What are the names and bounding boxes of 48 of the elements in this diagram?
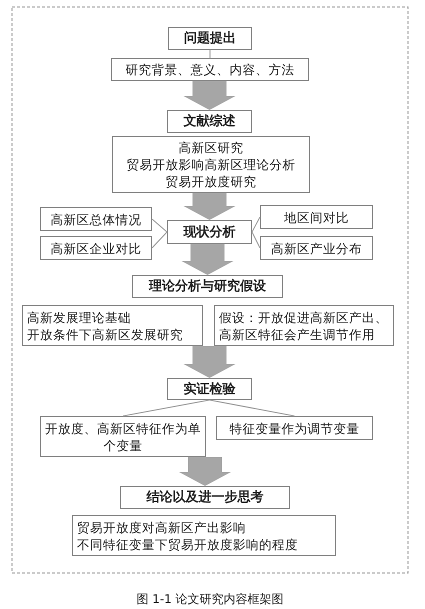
content-box (40, 236, 152, 260)
content-text: 地区间对比 (283, 208, 350, 226)
connector-line (122, 400, 210, 416)
content-text: 高新区总体情况 (50, 210, 142, 228)
connector-line (252, 216, 260, 232)
content-text: 贸易开放影响高新区理论分析 (126, 156, 296, 173)
content-box (260, 205, 373, 229)
stage-box (167, 110, 252, 133)
connector-line (152, 232, 168, 248)
stage-box (120, 486, 290, 509)
stage-title: 结论以及进一步思考 (145, 489, 264, 506)
stage-title: 实证检验 (182, 380, 236, 398)
content-text: 高新区研究 (178, 139, 244, 156)
stage-box (167, 220, 252, 244)
content-text: 开放条件下高新区发展研究 (27, 326, 184, 342)
stage-box (132, 275, 283, 298)
content-box (22, 305, 203, 346)
content-box (216, 416, 373, 440)
content-text: 不同特征变量下贸易开放度影响的程度 (77, 536, 299, 552)
content-text: 贸易开放度研究 (164, 173, 258, 190)
figure-caption: 图 1-1 论文研究内容框架图 (136, 592, 284, 606)
block-arrow (184, 346, 236, 378)
stage-box (167, 378, 252, 400)
content-box (260, 236, 373, 260)
content-text: 假设：开放促进高新区产出、高新区特征会产生调节作用 (219, 308, 389, 342)
stage-title: 文献综述 (182, 113, 236, 130)
stage-title: 问题提出 (183, 30, 237, 47)
content-text: 高新区企业对比 (50, 240, 142, 256)
stage-title: 理论分析与研究假设 (148, 278, 267, 295)
content-box (111, 58, 309, 81)
block-arrow (182, 244, 234, 275)
stage-title: 现状分析 (182, 224, 236, 240)
content-text: 高新发展理论基础 (27, 308, 132, 326)
block-arrow (184, 81, 236, 110)
content-text: 特征变量作为调节变量 (228, 420, 360, 436)
content-text: 研究背景、意义、内容、方法 (124, 61, 296, 78)
stage-box (168, 27, 252, 50)
connector-line (152, 218, 168, 232)
content-box (112, 136, 310, 193)
content-box (72, 515, 336, 556)
content-box (40, 207, 152, 231)
block-arrow (179, 457, 231, 486)
connector-line (209, 400, 295, 416)
content-text: 高新区产业分布 (270, 240, 363, 256)
block-arrow (184, 193, 236, 220)
content-text: 开放度、高新区特征作为单个变量 (45, 420, 201, 454)
connector-line (252, 232, 260, 248)
content-text: 贸易开放度对高新区产出影响 (77, 518, 247, 536)
